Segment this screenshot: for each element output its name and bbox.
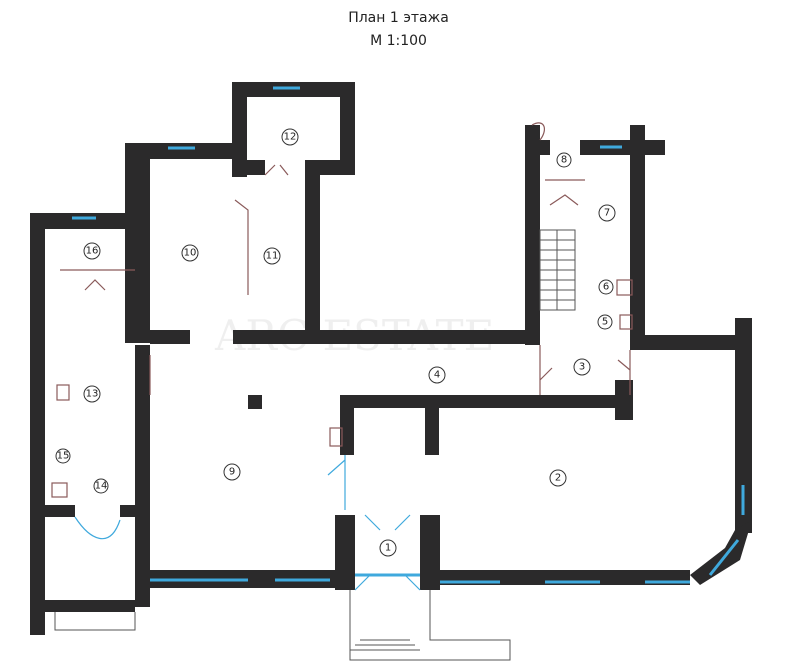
room-12-label: 12 [281, 128, 299, 146]
windows [72, 86, 745, 584]
room-9-label: 9 [223, 463, 241, 481]
room-13-label: 13 [83, 385, 101, 403]
svg-text:1: 1 [385, 543, 391, 554]
plan-title: План 1 этажа [348, 10, 449, 26]
room-7-label: 7 [598, 204, 616, 222]
room-15-label: 15 [55, 448, 71, 464]
room-labels: 1 2 3 4 5 6 7 8 9 10 11 12 13 14 15 16 [55, 128, 616, 557]
svg-text:9: 9 [229, 467, 235, 478]
room-10-label: 10 [181, 244, 199, 262]
room-2-label: 2 [549, 469, 567, 487]
svg-text:11: 11 [266, 251, 279, 262]
svg-text:13: 13 [86, 389, 99, 400]
svg-text:3: 3 [579, 362, 585, 373]
svg-text:2: 2 [555, 473, 561, 484]
room-6-label: 6 [598, 279, 614, 295]
room-1-label: 1 [379, 539, 397, 557]
room-14-label: 14 [93, 478, 109, 494]
stairs [54, 229, 576, 661]
plan-scale: М 1:100 [370, 33, 427, 49]
room-11-label: 11 [263, 247, 281, 265]
room-4-label: 4 [428, 366, 446, 384]
svg-text:5: 5 [602, 317, 608, 328]
doors [51, 122, 633, 591]
svg-text:16: 16 [86, 246, 99, 257]
svg-text:12: 12 [284, 132, 297, 143]
svg-text:15: 15 [57, 451, 70, 462]
svg-text:8: 8 [561, 155, 567, 166]
walls [30, 82, 752, 635]
room-8-label: 8 [556, 152, 572, 168]
svg-text:7: 7 [604, 208, 610, 219]
svg-text:10: 10 [184, 248, 197, 259]
room-16-label: 16 [83, 242, 101, 260]
svg-text:14: 14 [95, 481, 108, 492]
room-5-label: 5 [597, 314, 613, 330]
svg-text:6: 6 [603, 282, 609, 293]
svg-text:4: 4 [434, 370, 440, 381]
room-3-label: 3 [573, 358, 591, 376]
